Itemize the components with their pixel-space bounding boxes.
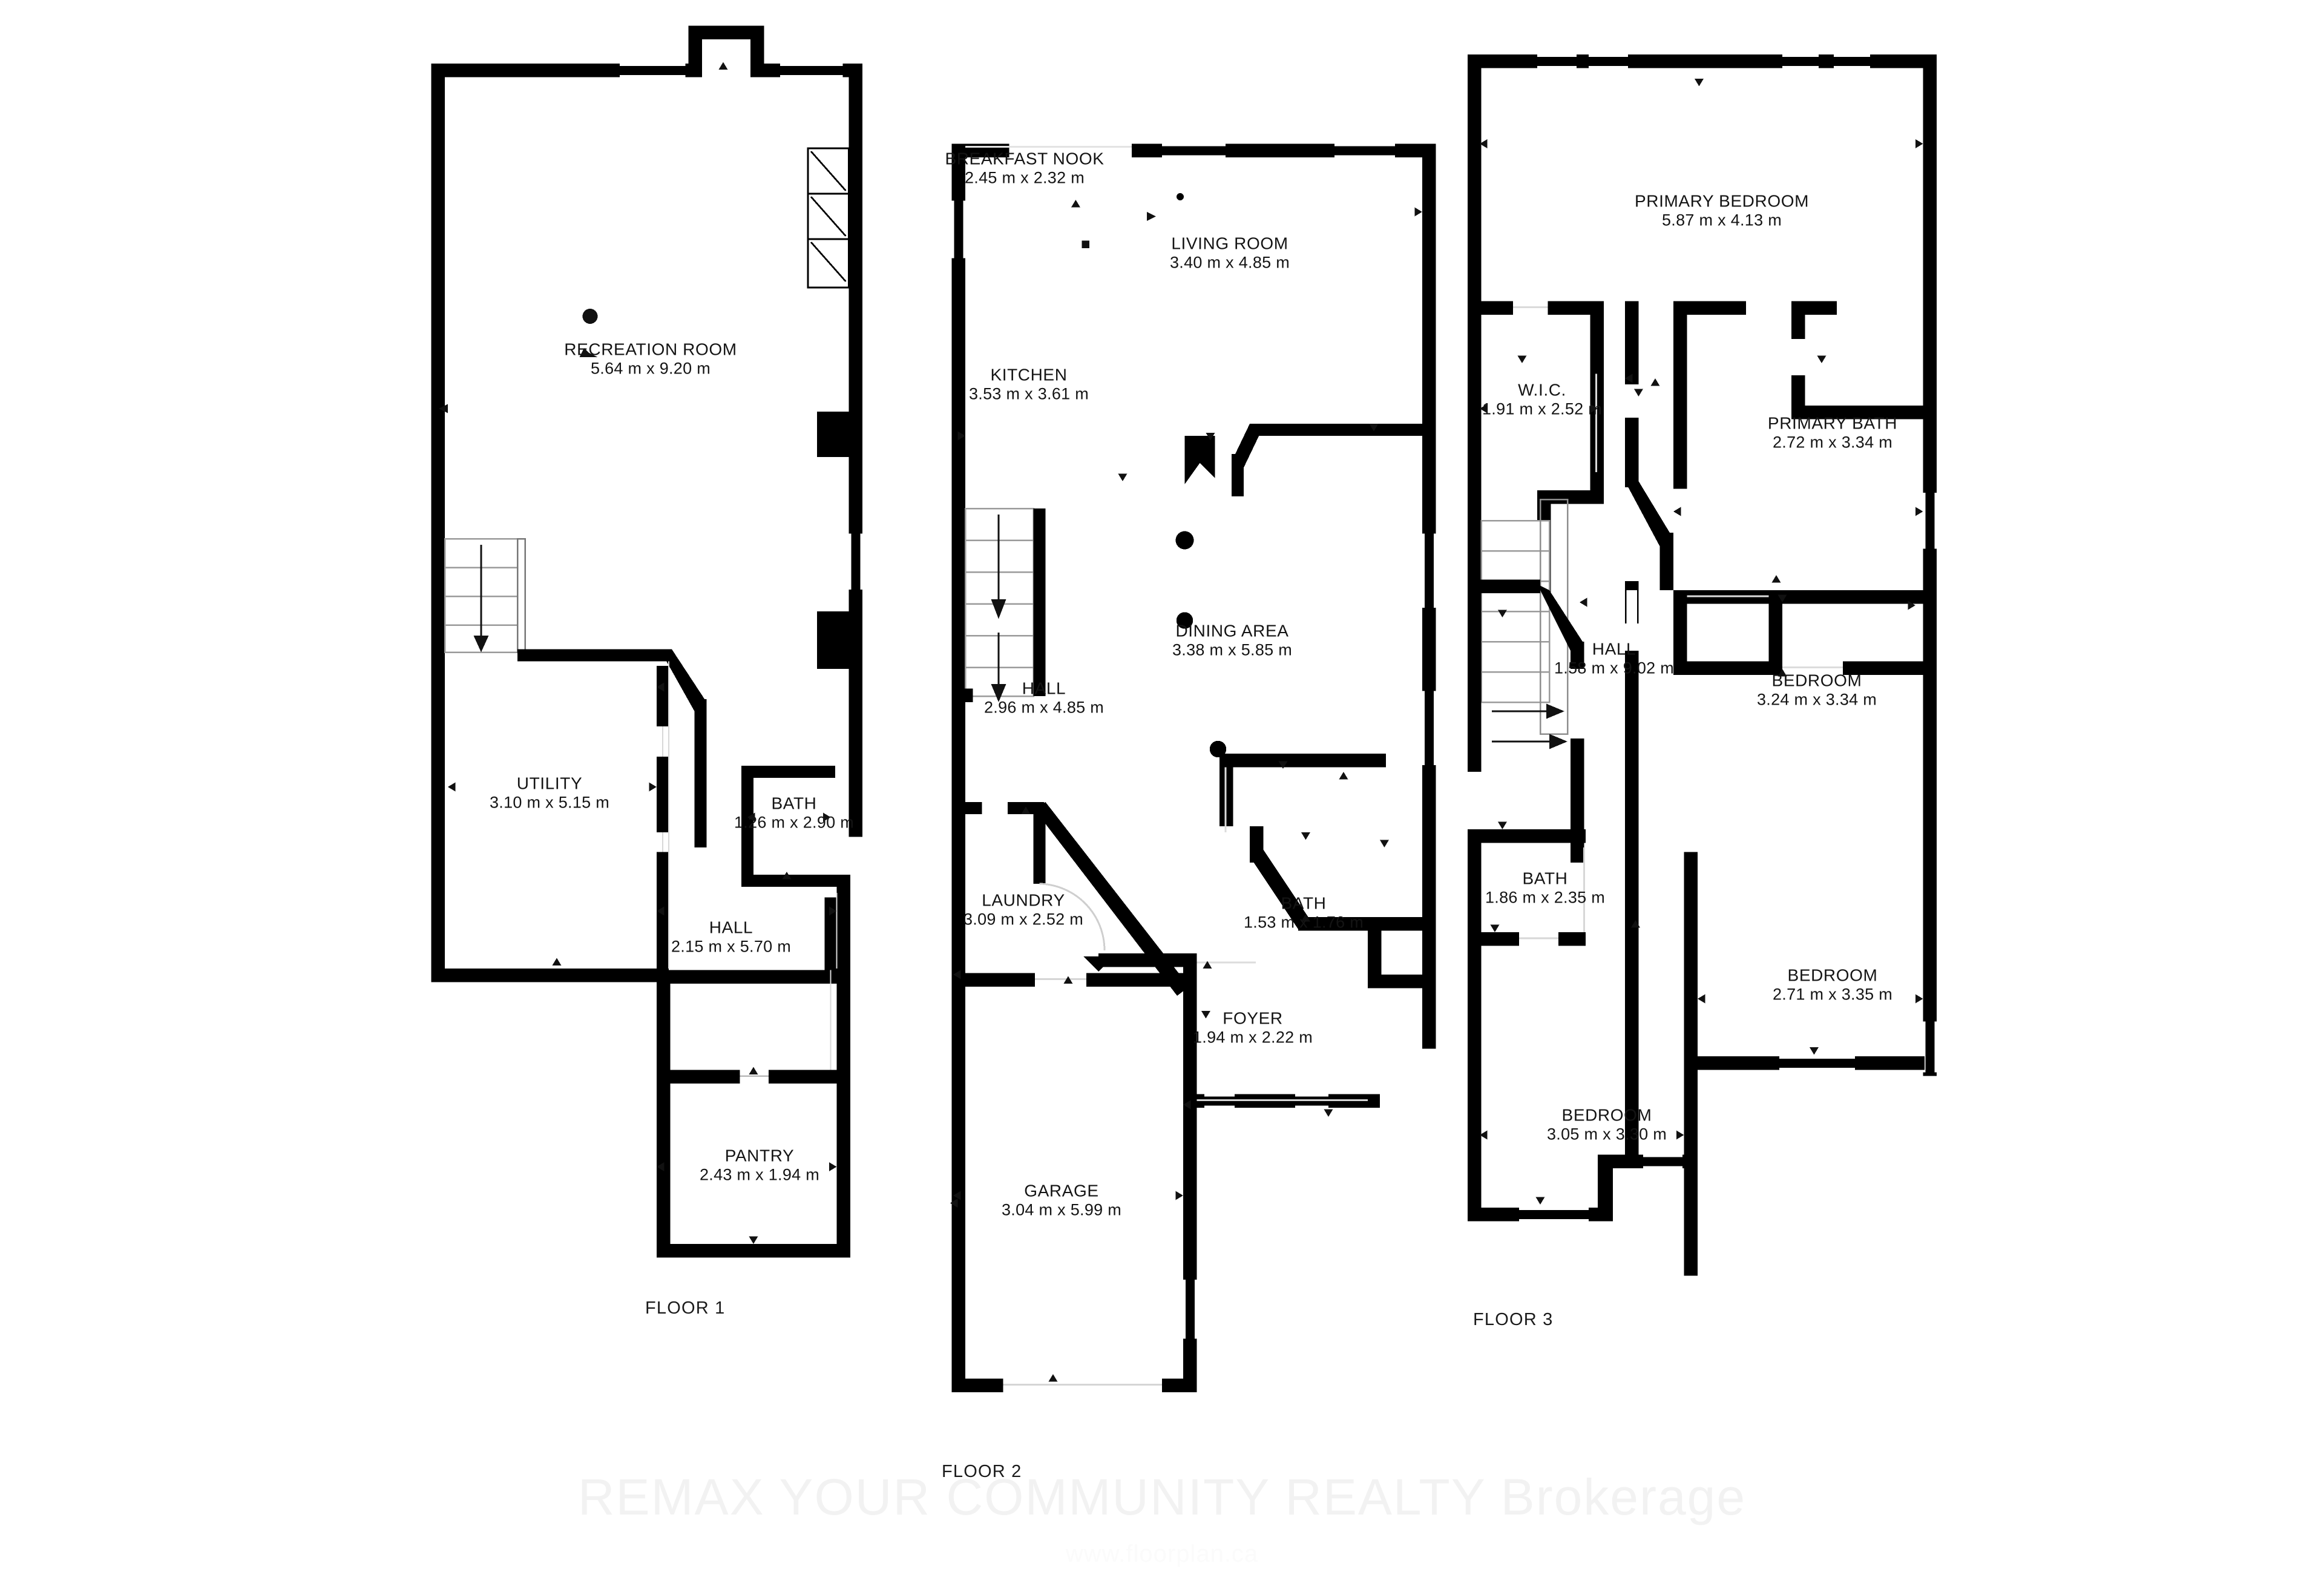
floor-3-drawing (1468, 54, 1937, 1276)
floor-plan-2: BREAKFAST NOOK 2.45 m x 2.32 m LIVING RO… (920, 0, 1465, 1453)
brokerage-watermark: REMAX YOUR COMMUNITY REALTY Brokerage (577, 1469, 1747, 1525)
floor-2-drawing (950, 143, 1436, 1392)
floor-3-caption: FLOOR 3 (1473, 1310, 1554, 1329)
floor-plan-1: RECREATION ROOM 5.64 m x 9.20 m UTILITY … (0, 0, 896, 1332)
floor-1-drawing (431, 25, 862, 1258)
brokerage-watermark-sub: www.floorplan.ca (1065, 1541, 1259, 1567)
floor-1-caption: FLOOR 1 (645, 1298, 726, 1318)
floor-plan-3: PRIMARY BEDROOM 5.87 m x 4.13 m W.I.C. 1… (1446, 0, 2027, 1332)
floor-2-caption: FLOOR 2 (942, 1462, 1022, 1481)
